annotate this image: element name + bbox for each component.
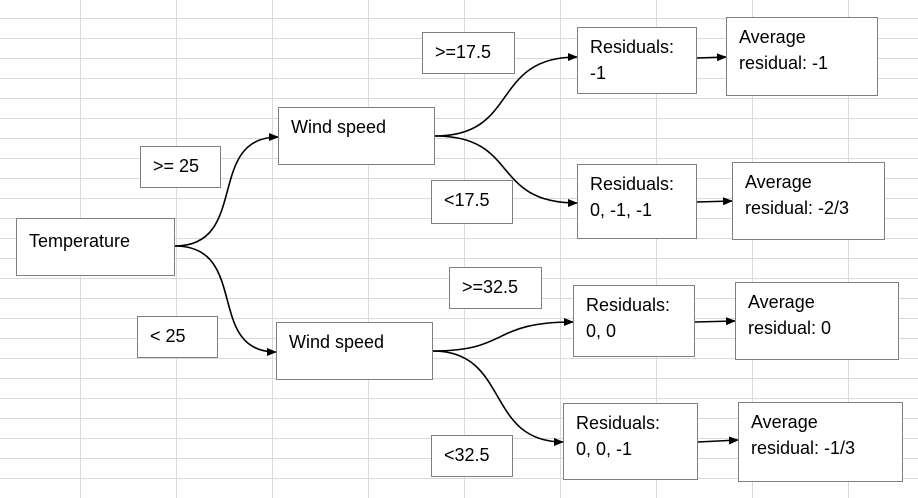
node-average-residual-3: Average residual: 0 bbox=[735, 282, 899, 360]
node-average-residual-1: Average residual: -1 bbox=[726, 17, 878, 96]
edge-label-wind-ge-17-5: >=17.5 bbox=[422, 32, 515, 74]
node-residuals-3: Residuals: 0, 0 bbox=[573, 285, 695, 357]
node-residuals-1: Residuals: -1 bbox=[577, 27, 697, 94]
connector-temp-to-wind-low bbox=[174, 245, 277, 356]
connector-wind-low-to-res-4 bbox=[432, 350, 564, 446]
connector-wind-high-to-res-1 bbox=[434, 53, 578, 137]
arrow-res-3-to-avg-3 bbox=[694, 317, 736, 326]
node-wind-speed-high: Wind speed bbox=[278, 107, 435, 165]
node-residuals-2: Residuals: 0, -1, -1 bbox=[577, 164, 697, 239]
connector-wind-low-to-res-3 bbox=[432, 318, 574, 352]
connector-temp-to-wind-high bbox=[174, 133, 279, 247]
node-average-residual-2: Average residual: -2/3 bbox=[732, 162, 885, 240]
edge-label-wind-lt-32-5: <32.5 bbox=[431, 435, 513, 477]
edge-label-temp-lt-25: < 25 bbox=[137, 316, 218, 358]
node-temperature: Temperature bbox=[16, 218, 175, 276]
node-average-residual-4: Average residual: -1/3 bbox=[738, 402, 903, 482]
node-residuals-4: Residuals: 0, 0, -1 bbox=[563, 403, 698, 480]
arrow-res-1-to-avg-1 bbox=[696, 53, 727, 62]
edge-label-temp-ge-25: >= 25 bbox=[140, 146, 221, 188]
connector-wind-high-to-res-2 bbox=[434, 135, 578, 207]
node-wind-speed-low: Wind speed bbox=[276, 322, 433, 380]
arrow-res-2-to-avg-2 bbox=[696, 197, 733, 206]
arrow-res-4-to-avg-4 bbox=[697, 436, 739, 445]
edge-label-wind-ge-32-5: >=32.5 bbox=[449, 267, 542, 309]
edge-label-wind-lt-17-5: <17.5 bbox=[431, 180, 513, 224]
